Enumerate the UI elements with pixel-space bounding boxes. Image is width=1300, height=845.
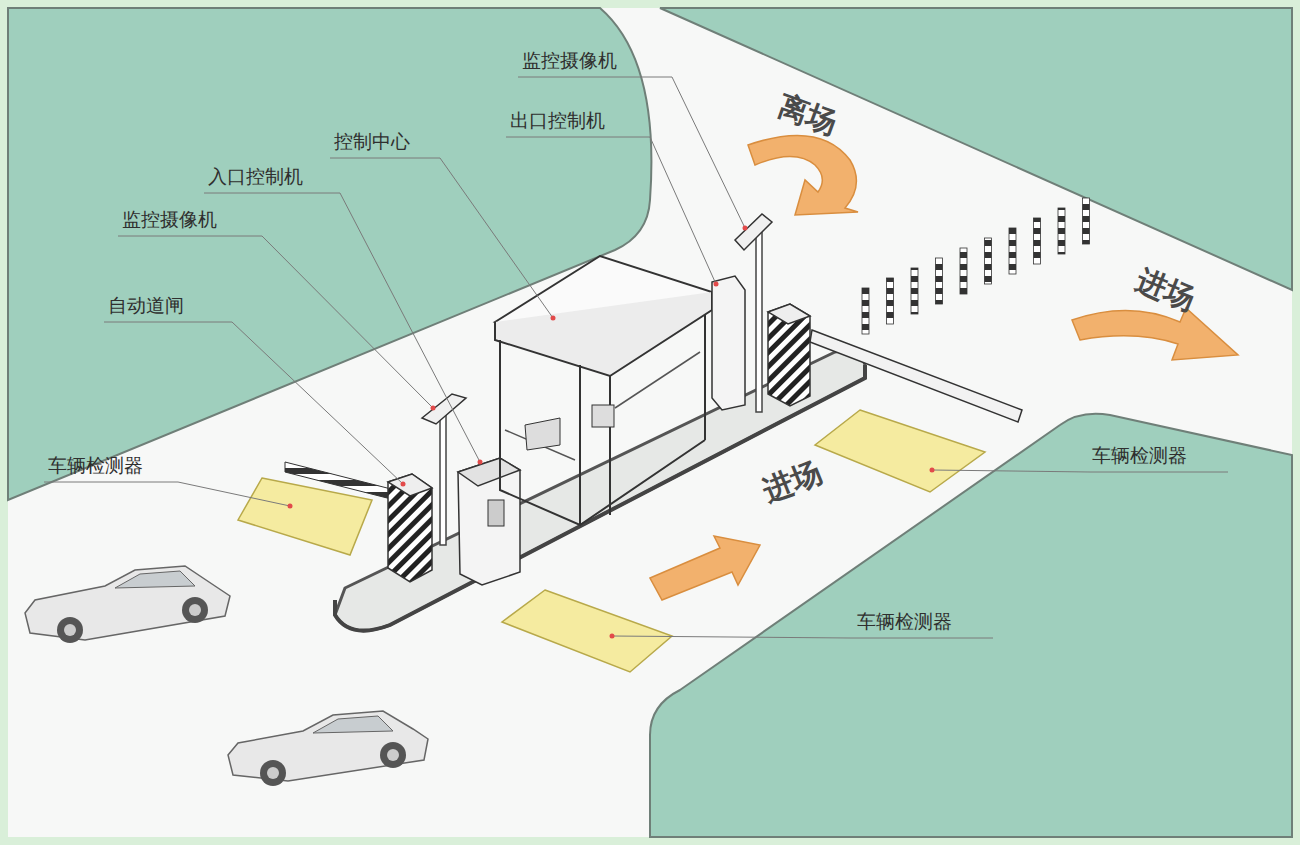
vehicle-detector-pad bbox=[502, 590, 672, 672]
grass-area bbox=[660, 8, 1292, 290]
barrier-post bbox=[768, 304, 810, 406]
callout-label: 自动道闸 bbox=[106, 295, 186, 317]
booth-frame bbox=[580, 314, 705, 525]
entry-direction-arrow bbox=[1072, 308, 1238, 360]
leader-dots bbox=[288, 226, 935, 639]
callout-label: 车辆检测器 bbox=[46, 455, 145, 477]
camera-pole bbox=[440, 405, 446, 545]
road-ground bbox=[8, 8, 1292, 837]
barrier-post-top bbox=[768, 304, 810, 324]
camera-label: 监控摄像机 bbox=[120, 209, 219, 231]
fence-post bbox=[1058, 208, 1065, 254]
fence-post bbox=[911, 268, 918, 314]
direction-label: 进场 bbox=[1129, 262, 1201, 318]
fence-post bbox=[887, 278, 894, 324]
grass-area bbox=[650, 414, 1292, 837]
surveillance-camera bbox=[422, 394, 466, 424]
machine-panel bbox=[488, 500, 504, 526]
computer bbox=[525, 418, 560, 450]
barrier-post-top bbox=[388, 474, 432, 496]
fence-post bbox=[936, 258, 943, 304]
grass-area bbox=[8, 8, 651, 500]
callout-label: 入口控制机 bbox=[206, 166, 305, 188]
callout-label: 控制中心 bbox=[332, 131, 412, 153]
fence-post bbox=[862, 288, 869, 334]
fence-post bbox=[1009, 228, 1016, 274]
vehicle-detector-pad bbox=[238, 478, 372, 555]
booth-window-frame bbox=[505, 352, 700, 460]
entry-direction-arrow bbox=[650, 536, 760, 600]
barrier-arm bbox=[810, 330, 1022, 422]
camera-pole bbox=[756, 232, 762, 412]
monitor bbox=[592, 405, 614, 427]
vehicle-detector-pad bbox=[815, 410, 985, 492]
exit-direction-arrow bbox=[748, 135, 858, 215]
fence-post bbox=[1034, 218, 1041, 264]
barrier-post bbox=[388, 474, 432, 582]
fence-post bbox=[960, 248, 967, 294]
callout-label: 出口控制机 bbox=[508, 110, 607, 132]
island-curb bbox=[335, 365, 865, 631]
callout-label: 车辆检测器 bbox=[1090, 445, 1189, 467]
car bbox=[25, 566, 230, 643]
booth-roof-edge bbox=[495, 292, 712, 376]
machine-top bbox=[458, 458, 520, 486]
fence-post bbox=[985, 238, 992, 284]
callout-label: 车辆检测器 bbox=[855, 611, 954, 633]
camera-label: 监控摄像机 bbox=[520, 50, 619, 72]
fence bbox=[862, 198, 1090, 334]
car bbox=[228, 711, 428, 786]
leader-lines bbox=[44, 77, 1228, 638]
direction-label: 离场 bbox=[771, 88, 843, 142]
barrier-arm bbox=[285, 462, 395, 500]
entry-control-machine bbox=[458, 458, 520, 585]
fence-post bbox=[1083, 198, 1090, 244]
exit-control-machine bbox=[712, 276, 745, 410]
direction-label: 进场 bbox=[756, 454, 828, 510]
